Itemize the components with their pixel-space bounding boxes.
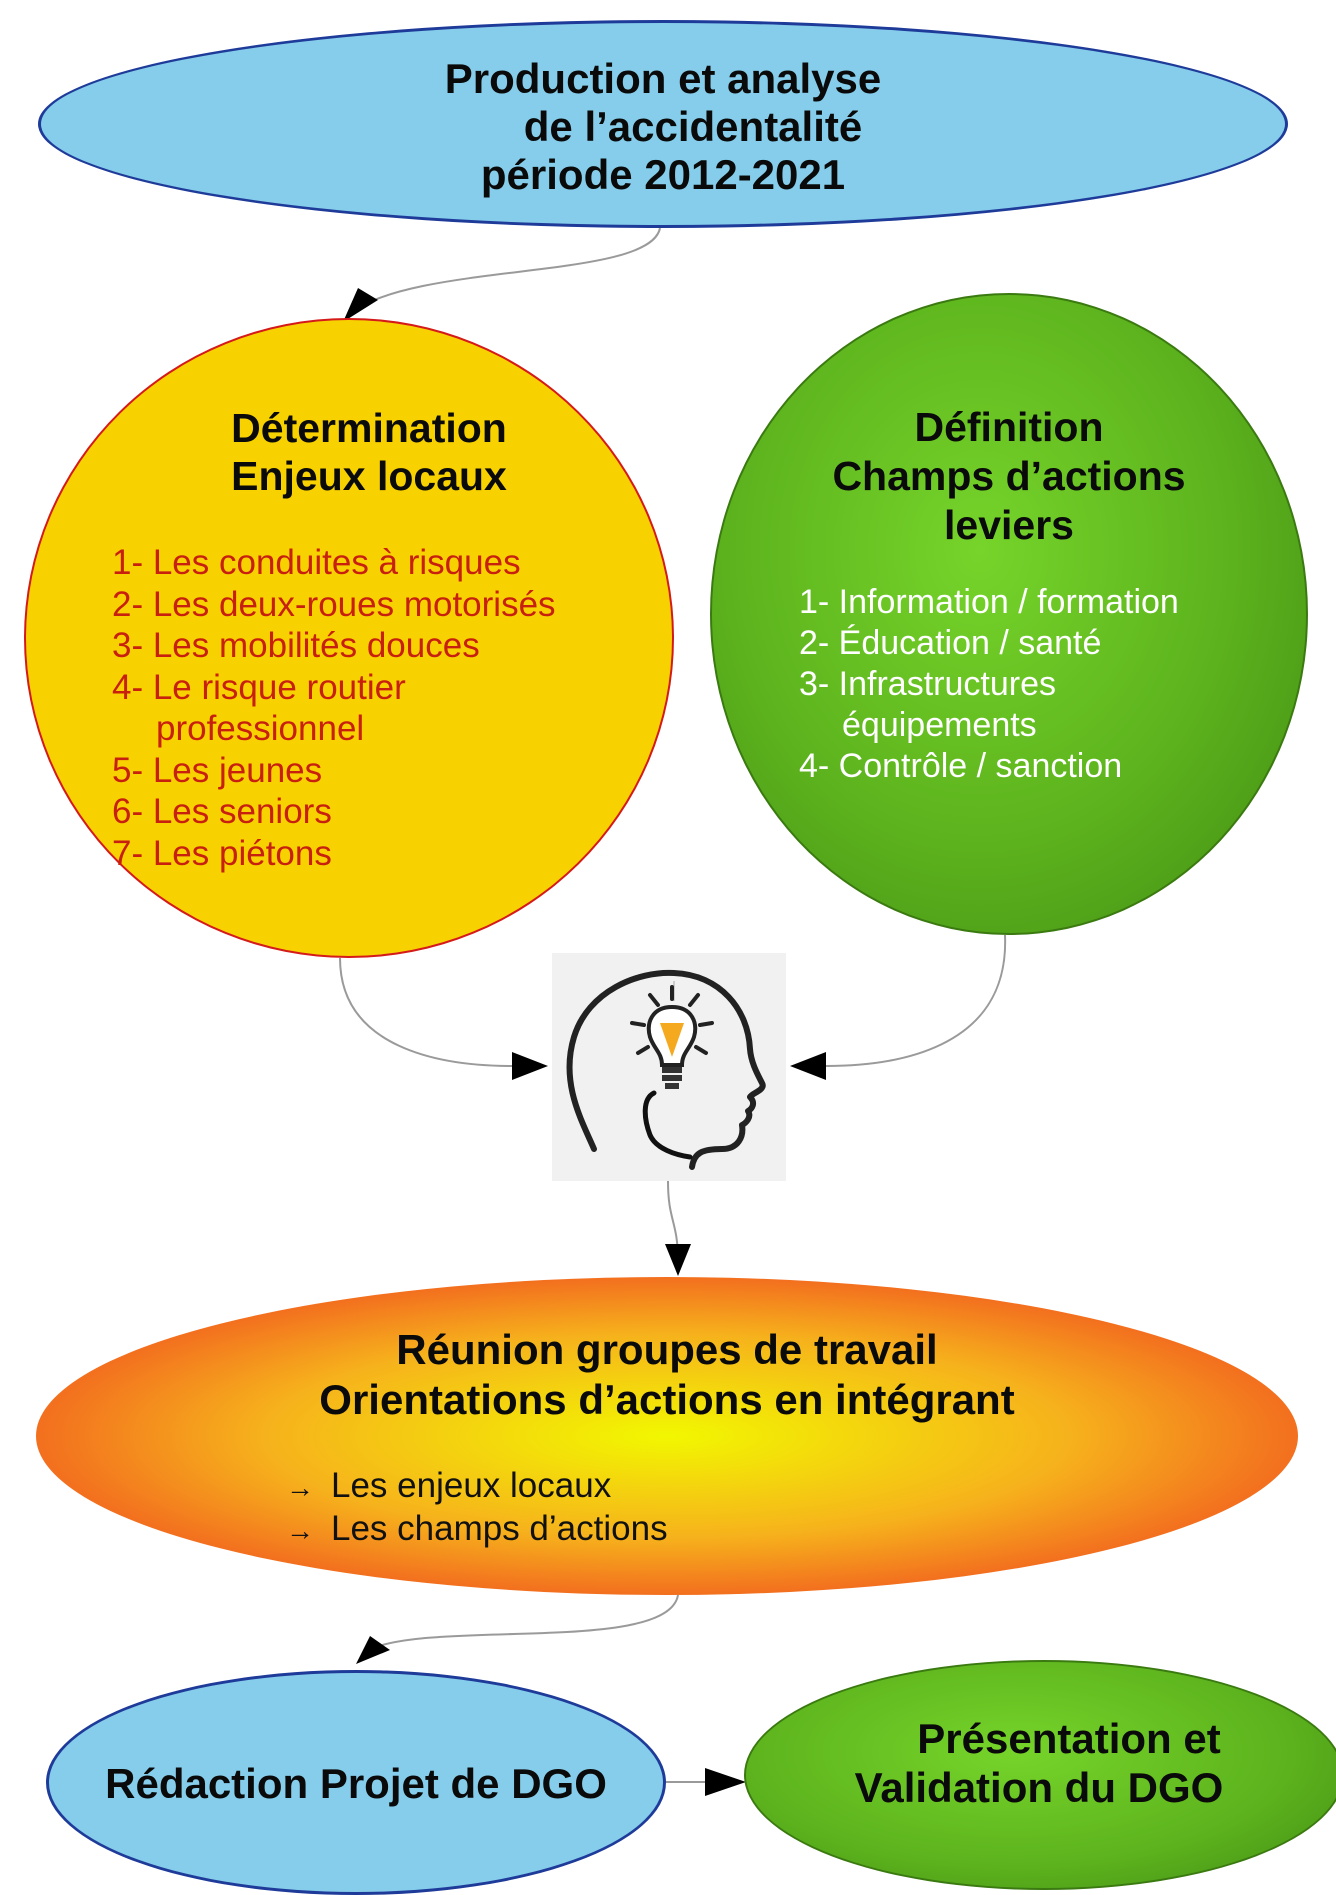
presentation-validation-ellipse: Présentation et Validation du DGO [744, 1660, 1336, 1890]
reunion-groupes-ellipse: Réunion groupes de travail Orientations … [36, 1277, 1298, 1595]
reunion-title-line1: Réunion groupes de travail [396, 1326, 938, 1373]
list-item: 2- Les deux-roues motorisés [112, 584, 556, 624]
list-item: 2- Éducation / santé [799, 624, 1102, 662]
connector-top-to-enjeux [351, 227, 661, 313]
enjeux-locaux-title: Détermination Enjeux locaux [26, 404, 672, 500]
list-item-continuation: équipements [842, 706, 1037, 744]
champs-title-line2: Champs d’actions [832, 453, 1186, 499]
arrowhead-enjeux [343, 288, 378, 322]
list-item-label: Les champs d’actions [331, 1509, 668, 1548]
list-item: 4- Le risque routier [112, 667, 406, 707]
arrowhead-redaction [356, 1636, 390, 1664]
connector-champs-to-brain [825, 934, 1007, 1067]
enjeux-title-line2: Enjeux locaux [231, 453, 507, 499]
validation-title: Présentation et Validation du DGO [736, 1714, 1336, 1812]
list-item: → Les enjeux locaux [286, 1465, 668, 1508]
validation-title-line2: Validation du DGO [854, 1764, 1224, 1811]
reunion-title-line2: Orientations d’actions en intégrant [319, 1376, 1015, 1423]
list-item-label: Les enjeux locaux [331, 1466, 612, 1505]
head-lightbulb-svg [566, 969, 766, 1170]
list-item: 4- Contrôle / sanction [799, 747, 1123, 785]
production-analyse-line1: Production et analyse [444, 55, 882, 102]
arrowhead-validation [705, 1768, 746, 1796]
enjeux-locaux-circle: Détermination Enjeux locaux 1- Les condu… [24, 318, 674, 958]
arrowhead-brain-right [790, 1052, 826, 1080]
list-item-continuation: professionnel [156, 709, 365, 748]
production-analyse-line3: période 2012-2021 [480, 151, 846, 198]
list-item: 1- Les conduites à risques [112, 543, 521, 582]
reunion-title: Réunion groupes de travail Orientations … [36, 1325, 1298, 1425]
production-analyse-title: Production et analyse de l’accidentalité… [41, 55, 1285, 199]
list-item: 3- Infrastructures [799, 665, 1056, 703]
champs-actions-title: Définition Champs d’actions leviers [712, 403, 1306, 550]
arrow-right-icon: → [286, 1472, 314, 1503]
champs-actions-circle: Définition Champs d’actions leviers 1- I… [710, 293, 1308, 935]
reunion-list: → Les enjeux locaux → Les champs d’actions [286, 1465, 668, 1551]
arrow-right-icon: → [286, 1515, 314, 1546]
list-item: → Les champs d’actions [286, 1508, 668, 1551]
validation-title-line1: Présentation et [917, 1715, 1221, 1762]
enjeux-title-line1: Détermination [231, 405, 507, 451]
list-item: 1- Information / formation [799, 583, 1179, 621]
redaction-title: Rédaction Projet de DGO [105, 1760, 607, 1807]
champs-title-line1: Définition [914, 404, 1104, 450]
head-lightbulb-icon [552, 953, 786, 1181]
list-item: 3- Les mobilités douces [112, 626, 480, 665]
production-analyse-line2: de l’accidentalité [523, 103, 863, 150]
connector-enjeux-to-brain [339, 957, 513, 1067]
redaction-projet-ellipse: Rédaction Projet de DGO [46, 1670, 666, 1895]
arrowhead-reunion [665, 1244, 691, 1276]
champs-list: 1- Information / formation 2- Éducation … [799, 582, 1179, 787]
enjeux-list: 1- Les conduites à risques 2- Les deux-r… [112, 542, 556, 874]
list-item: 7- Les piétons [112, 833, 332, 873]
connector-reunion-to-redaction [364, 1594, 679, 1653]
champs-title-line3: leviers [944, 502, 1074, 548]
arrowhead-brain-left [512, 1052, 548, 1080]
production-analyse-ellipse: Production et analyse de l’accidentalité… [38, 20, 1288, 228]
list-item: 5- Les jeunes [112, 750, 323, 790]
list-item: 6- Les seniors [112, 792, 332, 831]
